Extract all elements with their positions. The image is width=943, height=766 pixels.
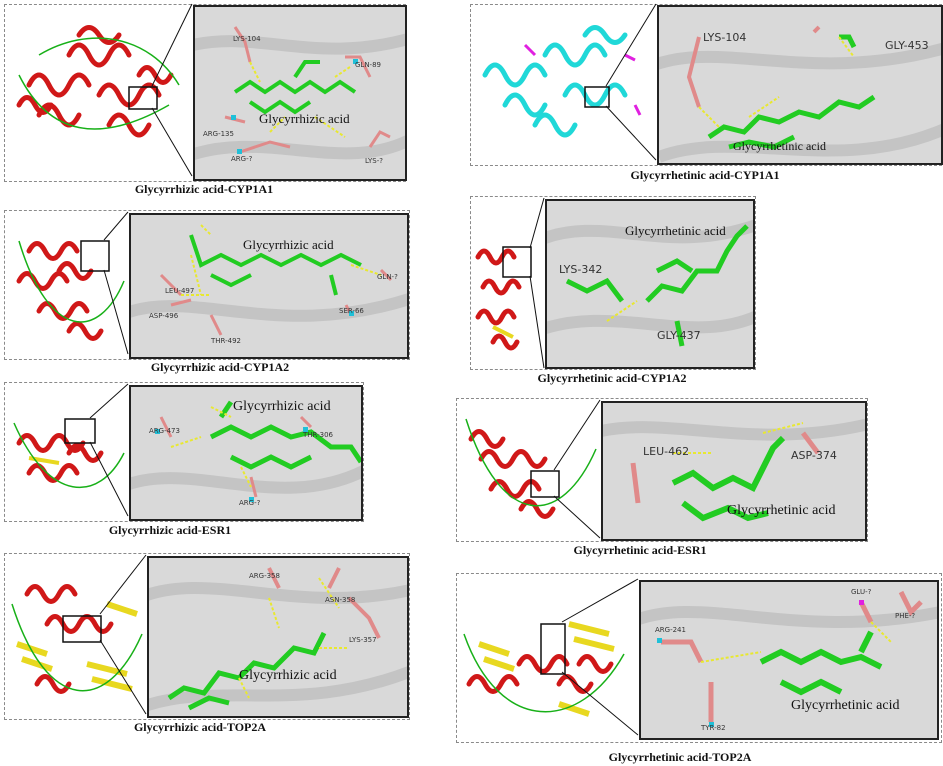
zoom-view-p3: LEU-497 ASP-496 THR-492 SER-66 GLN-? Gly…	[129, 213, 409, 359]
zoom-view-p8: ARG-241 GLU-? PHE-? TYR-82 Glycyrrhetini…	[639, 580, 939, 740]
panel-glycyrrhetinic-cyp1a1: LYS-104 GLY-453 Glycyrrhetinic acid	[470, 4, 943, 166]
binding-site-p1	[195, 26, 405, 161]
binding-site-p2	[659, 25, 941, 163]
protein-overview-top2a-b	[463, 621, 625, 717]
protein-overview-top2a	[11, 584, 143, 694]
residue-label: ARG-135	[203, 130, 234, 138]
caption-p5: Glycyrrhizic acid-ESR1	[108, 523, 232, 537]
zoom-view-p4: LYS-342 GLY-437 Glycyrrhetinic acid	[545, 199, 755, 369]
ligand-label: Glycyrrhizic acid	[233, 399, 331, 414]
caption-p8: Glycyrrhetinic acid-TOP2A	[608, 750, 752, 764]
panel-glycyrrhetinic-top2a: ARG-241 GLU-? PHE-? TYR-82 Glycyrrhetini…	[456, 573, 942, 743]
residue-label: PHE-?	[895, 612, 916, 620]
protein-overview-cyp1a1	[16, 25, 180, 138]
residue-label: LYS-104	[233, 35, 261, 43]
zoom-view-p1: LYS-104 GLN-89 ARG-135 ARG-? LYS-? Glycy…	[193, 5, 407, 181]
binding-site-p4	[547, 219, 753, 347]
residue-label: ARG-?	[239, 499, 261, 507]
protein-overview-esr1-b	[465, 418, 597, 519]
caption-p2: Glycyrrhetinic acid-CYP1A1	[630, 168, 780, 182]
residue-label: LYS-104	[703, 31, 747, 44]
zoom-view-p5: ARG-473 THR-306 ARG-? Glycyrrhizic acid	[129, 385, 363, 521]
ligand-label: Glycyrrhizic acid	[259, 111, 350, 126]
panel-glycyrrhetinic-esr1: LEU-462 ASP-374 Glycyrrhetinic acid	[456, 398, 868, 542]
caption-p6: Glycyrrhetinic acid-ESR1	[573, 543, 707, 557]
residue-label: ARG-358	[249, 572, 280, 580]
residue-label: ASP-496	[149, 312, 179, 320]
residue-label: LYS-342	[559, 263, 603, 276]
residue-label: GLY-453	[885, 39, 929, 52]
binding-site-p5	[131, 400, 361, 502]
panel-glycyrrhizic-esr1: ARG-473 THR-306 ARG-? Glycyrrhizic acid	[4, 382, 364, 522]
ligand-label: Glycyrrhizic acid	[239, 668, 337, 683]
residue-label: ARG-?	[231, 155, 253, 163]
protein-overview-cyp1a2-b	[475, 246, 532, 351]
ligand-label: Glycyrrhetinic acid	[791, 698, 900, 713]
panel-glycyrrhetinic-cyp1a2: LYS-342 GLY-437 Glycyrrhetinic acid	[470, 196, 756, 370]
residue-label: ASP-374	[791, 449, 837, 462]
protein-overview-cyp1a1-b	[482, 25, 642, 138]
residue-label: LYS-?	[365, 157, 383, 165]
residue-label: GLN-89	[355, 61, 381, 69]
ligand-label: Glycyrrhetinic acid	[733, 139, 826, 153]
residue-label: GLN-?	[377, 273, 398, 281]
residue-label: THR-306	[303, 431, 334, 439]
caption-p1: Glycyrrhizic acid-CYP1A1	[134, 182, 274, 196]
binding-site-p7	[149, 567, 407, 712]
caption-p4: Glycyrrhetinic acid-CYP1A2	[537, 371, 687, 385]
zoom-view-p7: ARG-358 ASN-358 LYS-357 Glycyrrhizic aci…	[147, 556, 409, 718]
residue-label: ARG-241	[655, 626, 686, 634]
ligand-label: Glycyrrhizic acid	[243, 237, 334, 252]
caption-p3: Glycyrrhizic acid-CYP1A2	[150, 360, 290, 374]
binding-site-p6	[603, 418, 865, 522]
residue-label: LEU-497	[165, 287, 195, 295]
zoom-view-p2: LYS-104 GLY-453 Glycyrrhetinic acid	[657, 5, 943, 165]
residue-label: ARG-473	[149, 427, 180, 435]
residue-label: LEU-462	[643, 445, 690, 458]
panel-glycyrrhizic-top2a: ARG-358 ASN-358 LYS-357 Glycyrrhizic aci…	[4, 553, 410, 720]
panel-glycyrrhizic-cyp1a1: LYS-104 GLN-89 ARG-135 ARG-? LYS-? Glycy…	[4, 4, 407, 182]
caption-p7: Glycyrrhizic acid-TOP2A	[133, 720, 267, 734]
residue-label: GLU-?	[851, 588, 872, 596]
residue-label: SER-66	[339, 307, 364, 315]
binding-site-p8	[641, 590, 937, 727]
protein-overview-esr1	[13, 418, 125, 489]
residue-label: TYR-82	[701, 724, 726, 732]
binding-site-p3	[131, 224, 407, 336]
panel-glycyrrhizic-cyp1a2: LEU-497 ASP-496 THR-492 SER-66 GLN-? Gly…	[4, 210, 410, 360]
residue-label: GLY-437	[657, 329, 701, 342]
ligand-label: Glycyrrhetinic acid	[625, 223, 726, 238]
zoom-view-p6: LEU-462 ASP-374 Glycyrrhetinic acid	[601, 401, 867, 541]
residue-label: THR-492	[211, 337, 242, 345]
ligand-label: Glycyrrhetinic acid	[727, 503, 836, 518]
protein-overview-cyp1a2	[16, 240, 125, 341]
residue-label: LYS-357	[349, 636, 377, 644]
residue-label: ASN-358	[325, 596, 356, 604]
